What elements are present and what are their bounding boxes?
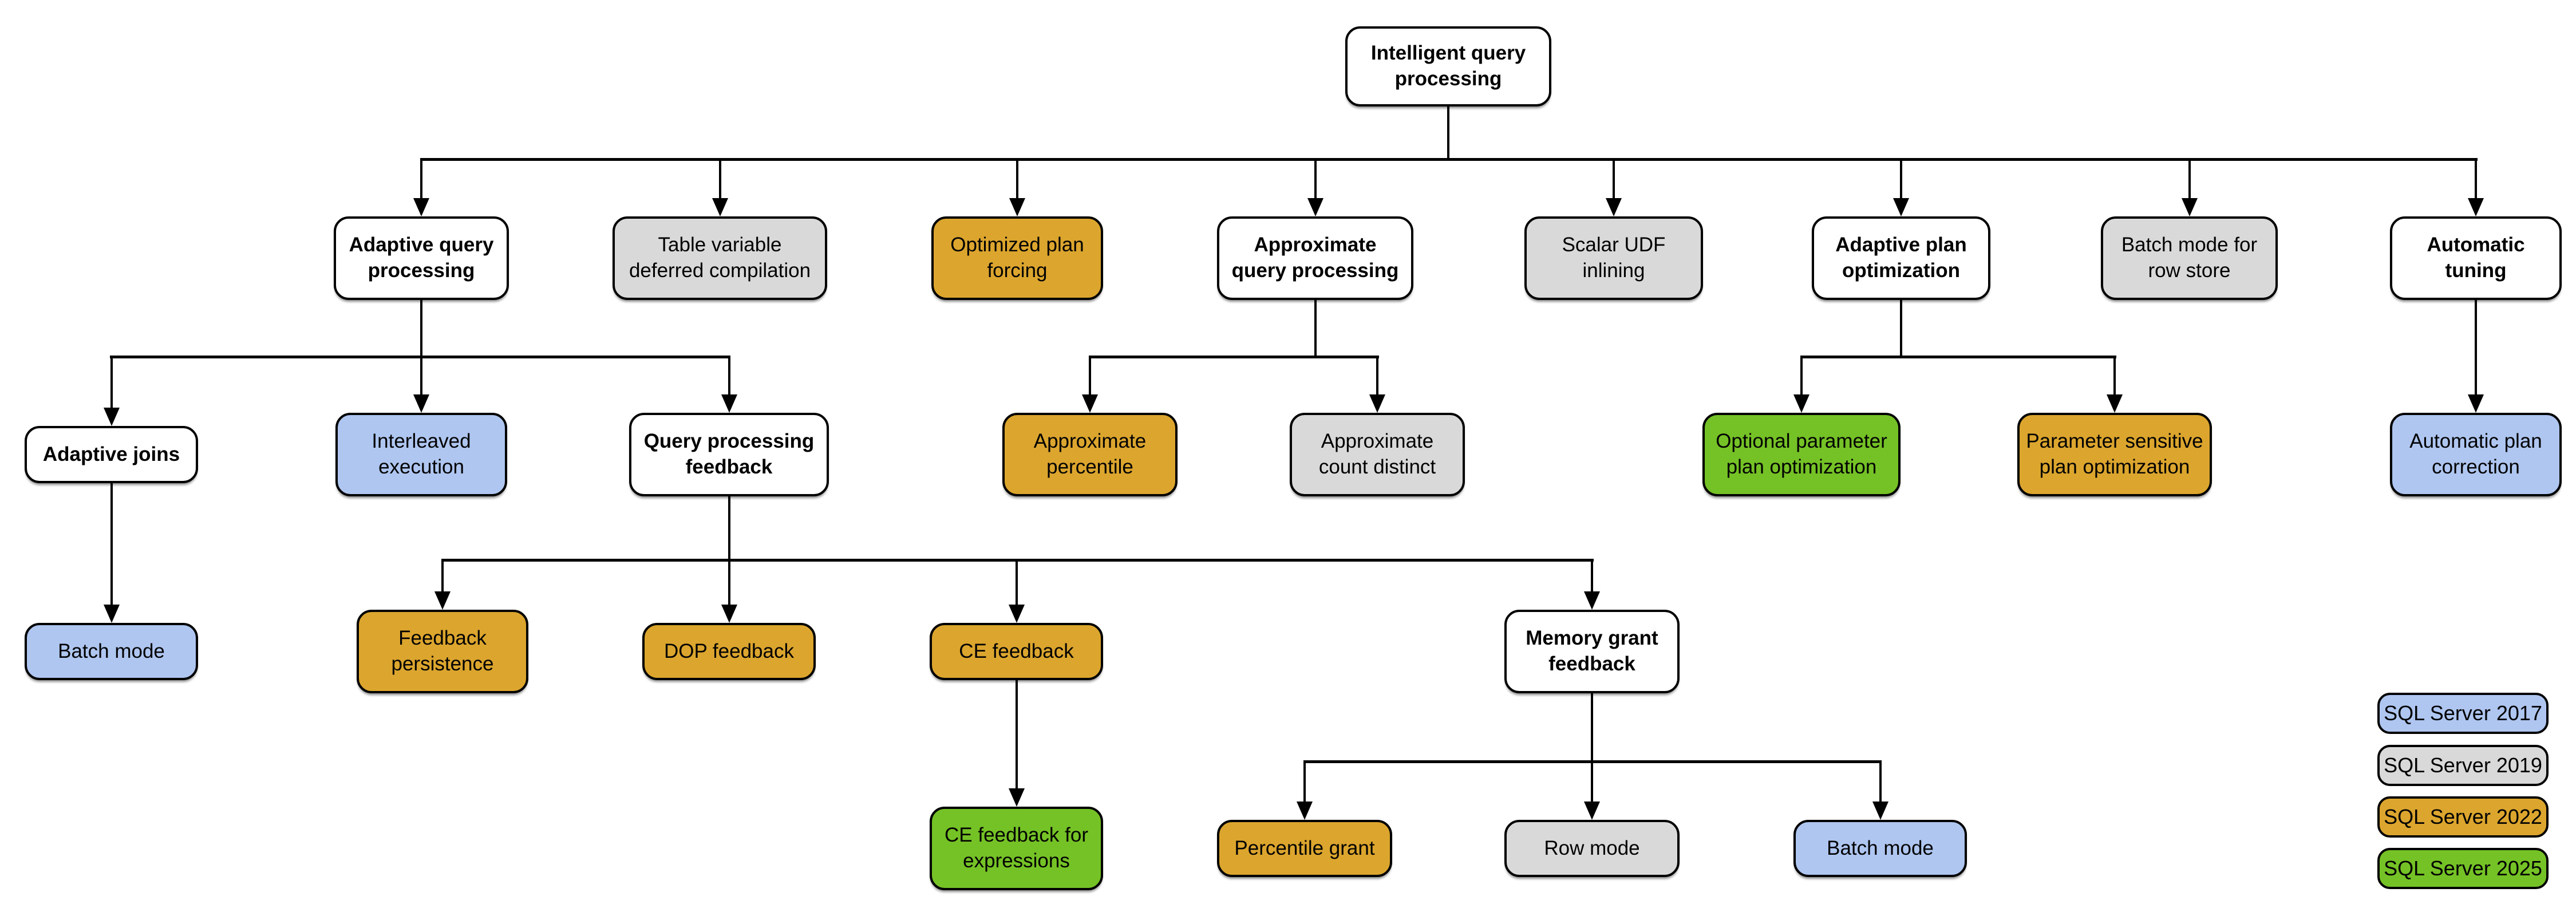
connector-arrowhead <box>2468 198 2484 216</box>
node-intelligent-query-processing: Intelligent query processing <box>1345 26 1551 106</box>
connector-arrowhead <box>1872 802 1888 820</box>
connector-line <box>1591 693 1593 763</box>
connector-line <box>2188 159 2191 200</box>
connector-arrowhead <box>1008 788 1025 807</box>
connector-line <box>718 159 721 200</box>
connector-arrowhead <box>1606 198 1622 216</box>
node-ce-feedback-for-expressions: CE feedback for expressions <box>930 807 1103 890</box>
connector-arrowhead <box>1893 198 1909 216</box>
connector-line <box>1800 357 1803 397</box>
connector-arrowhead <box>103 605 120 623</box>
connector-rail <box>1800 355 2116 358</box>
connector-arrowhead <box>103 408 120 426</box>
connector-arrowhead <box>721 394 737 413</box>
connector-line <box>2475 300 2477 397</box>
node-parameter-sensitive-plan-optimization: Parameter sensitive plan optimization <box>2017 413 2212 496</box>
node-percentile-grant: Percentile grant <box>1217 820 1392 877</box>
connector-line <box>728 560 730 607</box>
node-memory-grant-feedback: Memory grant feedback <box>1504 610 1680 693</box>
connector-arrowhead <box>1584 802 1600 820</box>
node-automatic-plan-correction: Automatic plan correction <box>2390 413 2562 496</box>
node-scalar-udf-inlining: Scalar UDF inlining <box>1524 216 1703 300</box>
connector-line <box>1591 761 1593 804</box>
connector-line <box>1015 560 1018 607</box>
node-approximate-percentile: Approximate percentile <box>1002 413 1178 496</box>
connector-arrowhead <box>1082 394 1098 413</box>
connector-arrowhead <box>1009 198 1025 216</box>
connector-arrowhead <box>2181 198 2198 216</box>
node-adaptive-query-processing: Adaptive query processing <box>334 216 509 300</box>
connector-arrowhead <box>2468 394 2484 413</box>
connector-arrowhead <box>1297 802 1313 820</box>
connector-arrowhead <box>434 591 451 610</box>
node-adaptive-joins: Adaptive joins <box>25 426 198 483</box>
connector-line <box>1303 761 1306 804</box>
connector-line <box>420 300 422 358</box>
node-batch-mode-adaptive-joins: Batch mode <box>25 623 198 680</box>
node-approximate-count-distinct: Approximate count distinct <box>1290 413 1465 496</box>
connector-rail <box>420 157 2478 161</box>
node-batch-mode-for-row-store: Batch mode for row store <box>2101 216 2278 300</box>
connector-line <box>1015 680 1018 791</box>
connector-line <box>1376 357 1378 397</box>
connector-line <box>1089 357 1091 397</box>
legend-item-sql-server-2017: SQL Server 2017 <box>2377 693 2549 734</box>
connector-line <box>110 357 113 410</box>
connector-line <box>728 496 730 561</box>
connector-arrowhead <box>712 198 728 216</box>
connector-line <box>728 357 730 397</box>
node-interleaved-execution: Interleaved execution <box>335 413 507 496</box>
connector-line <box>1314 159 1317 200</box>
connector-arrowhead <box>1369 394 1385 413</box>
connector-arrowhead <box>1793 394 1809 413</box>
node-automatic-tuning: Automatic tuning <box>2390 216 2562 300</box>
connector-arrowhead <box>1584 591 1600 610</box>
node-adaptive-plan-optimization: Adaptive plan optimization <box>1812 216 1990 300</box>
connector-arrowhead <box>721 605 737 623</box>
connector-arrowhead <box>1307 198 1323 216</box>
connector-arrowhead <box>1008 605 1025 623</box>
connector-rail <box>1088 355 1379 358</box>
legend-item-sql-server-2025: SQL Server 2025 <box>2377 848 2549 889</box>
node-optimized-plan-forcing: Optimized plan forcing <box>931 216 1103 300</box>
node-query-processing-feedback: Query processing feedback <box>629 413 829 496</box>
connector-line <box>1447 106 1449 160</box>
connector-arrowhead <box>413 198 429 216</box>
connector-arrowhead <box>2107 394 2123 413</box>
node-table-variable-deferred-compilation: Table variable deferred compilation <box>613 216 827 300</box>
connector-line <box>1879 761 1882 804</box>
connector-line <box>441 560 444 594</box>
connector-line <box>110 483 113 607</box>
node-approximate-query-processing: Approximate query processing <box>1217 216 1413 300</box>
node-row-mode: Row mode <box>1504 820 1680 877</box>
legend-item-sql-server-2019: SQL Server 2019 <box>2377 745 2549 786</box>
connector-line <box>420 159 422 200</box>
node-feedback-persistence: Feedback persistence <box>357 610 528 693</box>
connector-line <box>1591 560 1593 594</box>
connector-line <box>1900 300 1902 358</box>
connector-line <box>1613 159 1615 200</box>
connector-line <box>2113 357 2116 397</box>
connector-line <box>2475 159 2477 200</box>
legend-item-sql-server-2022: SQL Server 2022 <box>2377 796 2549 838</box>
node-ce-feedback: CE feedback <box>930 623 1103 680</box>
node-dop-feedback: DOP feedback <box>642 623 816 680</box>
connector-arrowhead <box>413 394 429 413</box>
node-batch-mode-memory-grant: Batch mode <box>1793 820 1967 877</box>
connector-line <box>1900 159 1902 200</box>
connector-line <box>420 357 422 397</box>
connector-line <box>1016 159 1018 200</box>
node-optional-parameter-plan-optimization: Optional parameter plan optimization <box>1702 413 1901 496</box>
connector-line <box>1314 300 1317 358</box>
